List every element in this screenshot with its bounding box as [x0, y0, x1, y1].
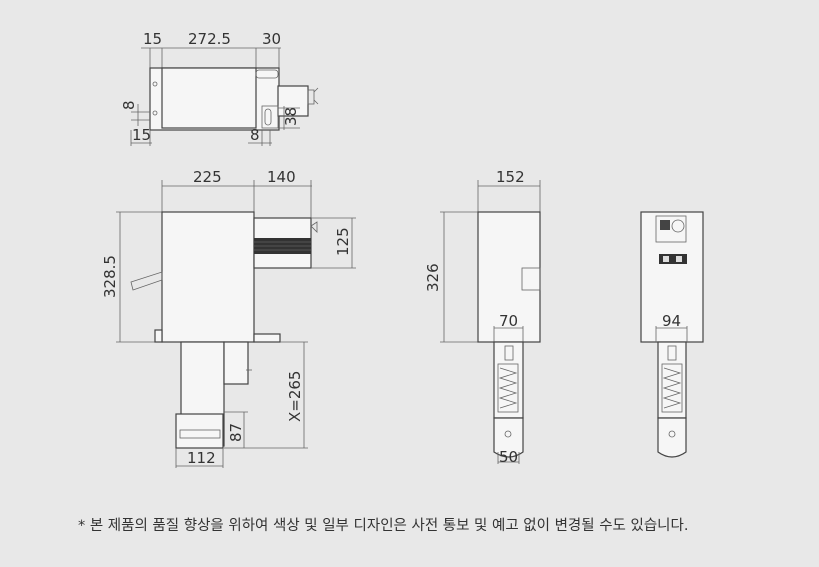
dim-top-left: 15 — [143, 30, 162, 48]
dim-side-70: 70 — [499, 312, 518, 330]
dim-bottom-mid: 8 — [250, 126, 260, 144]
dim-side-50: 50 — [499, 448, 518, 466]
dim-front-width: 225 — [193, 168, 222, 186]
dim-top-right: 30 — [262, 30, 281, 48]
dim-front-87: 87 — [227, 423, 245, 442]
dim-left-small: 8 — [120, 100, 138, 110]
top-view: 15 272.5 30 8 15 8 38 — [120, 30, 319, 146]
dim-top-mid: 272.5 — [188, 30, 231, 48]
dim-back-94: 94 — [662, 312, 681, 330]
front-view: 225 140 328.5 125 — [101, 168, 356, 468]
dim-front-side: 125 — [334, 227, 352, 256]
footnote: * 본 제품의 품질 향상을 위하여 색상 및 일부 디자인은 사전 통보 및 … — [78, 518, 689, 534]
back-view: 94 — [640, 211, 704, 458]
dim-front-112: 112 — [187, 449, 216, 467]
dim-side-height: 326 — [424, 263, 442, 292]
dim-front-x: X=265 — [286, 371, 304, 422]
dim-bottom-left: 15 — [132, 126, 151, 144]
dim-side-width: 152 — [496, 168, 525, 186]
dim-front-ext: 140 — [267, 168, 296, 186]
dim-front-height: 328.5 — [101, 255, 119, 298]
dim-right-small: 38 — [282, 107, 300, 126]
side-view: 152 326 70 50 — [424, 168, 541, 466]
